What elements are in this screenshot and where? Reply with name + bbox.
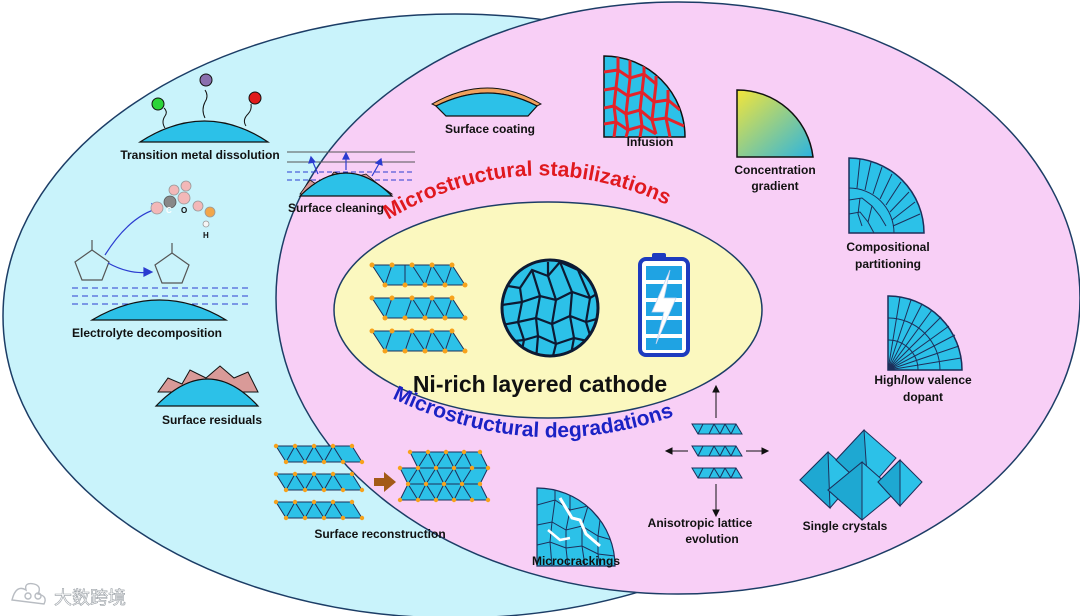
label-concentration-line1: Concentration [734, 163, 815, 177]
label-compositional-line1: Compositional [846, 240, 929, 254]
watermark-logo-icon [11, 582, 46, 605]
label-anisotropic-line2: evolution [685, 532, 738, 546]
surface-coating-icon [430, 87, 543, 117]
anisotropic-lattice-icon [664, 384, 770, 518]
label-surface-reconstruction: Surface reconstruction [314, 527, 445, 541]
label-dopant-line1: High/low valence [874, 373, 972, 387]
surface-reconstruction-right-icon [397, 449, 491, 503]
label-surface-coating: Surface coating [445, 122, 535, 136]
surface-residuals-icon [154, 365, 260, 407]
label-concentration-line2: gradient [751, 179, 798, 193]
layered-structure-icon [369, 262, 468, 354]
label-anisotropic-line1: Anisotropic lattice [648, 516, 753, 530]
concentration-gradient-icon [736, 89, 814, 158]
label-dopant-line2: dopant [903, 390, 943, 404]
watermark-text: 大数跨境 [54, 588, 126, 609]
label-electrolyte-decomposition: Electrolyte decomposition [72, 326, 222, 340]
transition-metal-dissolution-icon [137, 73, 270, 143]
label-single-crystals: Single crystals [803, 519, 888, 533]
label-microcrackings: Microcrackings [532, 554, 620, 568]
atom-c-label: C [166, 206, 172, 215]
label-surface-cleaning: Surface cleaning [288, 201, 384, 215]
reconstruction-arrow-icon [374, 472, 396, 492]
label-infusion: Infusion [627, 135, 674, 149]
surface-cleaning-icon [287, 151, 415, 197]
electrolyte-particle-icon [72, 287, 250, 321]
label-compositional-line2: partitioning [855, 257, 921, 271]
battery-icon [638, 253, 690, 357]
infusion-icon [603, 55, 686, 138]
atom-o-label: O [181, 206, 187, 215]
compositional-partitioning-icon [848, 157, 925, 234]
center-title: Ni-rich layered cathode [413, 371, 667, 397]
decomposition-product-icon: C O H [150, 180, 216, 240]
single-crystals-icon [799, 428, 923, 522]
surface-reconstruction-left-icon [273, 443, 365, 521]
dopant-icon [887, 295, 963, 371]
label-transition-metal-dissolution: Transition metal dissolution [120, 148, 279, 162]
label-surface-residuals: Surface residuals [162, 413, 262, 427]
polycrystal-particle-icon [500, 258, 600, 358]
atom-h-label: H [203, 231, 209, 240]
